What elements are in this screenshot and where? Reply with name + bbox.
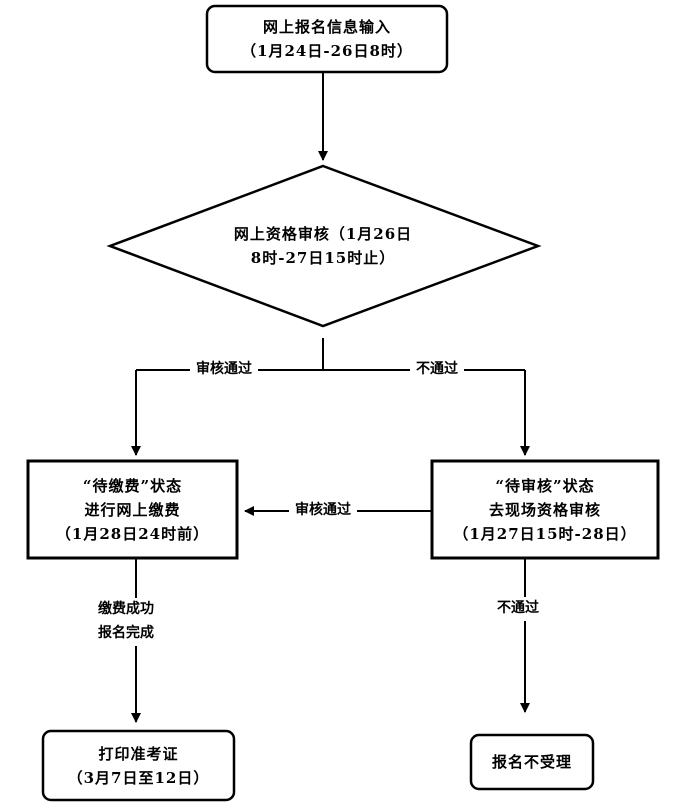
paid-label-line-2: 报名完成 bbox=[98, 624, 154, 641]
start-title: 网上报名信息输入 bbox=[262, 18, 391, 36]
pay-node: “待缴费”状态 进行网上缴费 （1月28日24时前） bbox=[28, 461, 237, 558]
review-diamond bbox=[106, 164, 542, 328]
onsite-pass-label: 审核通过 bbox=[289, 499, 357, 523]
onsite-node: “待审核”状态 去现场资格审核 （1月27日15时-28日） bbox=[432, 461, 658, 558]
reject-title: 报名不受理 bbox=[491, 753, 572, 771]
print-title: 打印准考证 bbox=[98, 744, 179, 763]
paid-label: 缴费成功 报名完成 bbox=[92, 598, 160, 646]
start-node: 网上报名信息输入 （1月24日-26日8时） bbox=[207, 6, 447, 72]
pass-label: 审核通过 bbox=[190, 358, 258, 382]
start-dates: （1月24日-26日8时） bbox=[241, 42, 413, 60]
review-title: 网上资格审核（1月26日 bbox=[233, 225, 413, 243]
start-box bbox=[205, 4, 449, 74]
paid-label-line-1: 缴费成功 bbox=[98, 601, 154, 617]
pay-status: “待缴费”状态 bbox=[82, 476, 183, 495]
pay-action: 进行网上缴费 bbox=[84, 500, 181, 519]
reject-box bbox=[469, 733, 595, 791]
print-dates: （3月7日至12日） bbox=[67, 768, 210, 787]
pay-deadline: （1月28日24时前） bbox=[55, 524, 210, 543]
review-dates: 8时-27日15时止） bbox=[250, 249, 396, 267]
pay-box bbox=[26, 459, 239, 560]
print-node: 打印准考证 （3月7日至12日） bbox=[43, 731, 234, 800]
print-box bbox=[41, 729, 236, 802]
review-node: 网上资格审核（1月26日 8时-27日15时止） bbox=[190, 206, 456, 286]
onsite-action: 去现场资格审核 bbox=[488, 500, 601, 519]
onsite-fail-label: 不通过 bbox=[491, 597, 545, 621]
onsite-status: “待审核”状态 bbox=[495, 476, 595, 495]
reject-node: 报名不受理 bbox=[471, 735, 593, 789]
onsite-dates: （1月27日15时-28日） bbox=[453, 524, 637, 543]
fail-label: 不通过 bbox=[410, 358, 464, 382]
onsite-box bbox=[430, 459, 660, 560]
